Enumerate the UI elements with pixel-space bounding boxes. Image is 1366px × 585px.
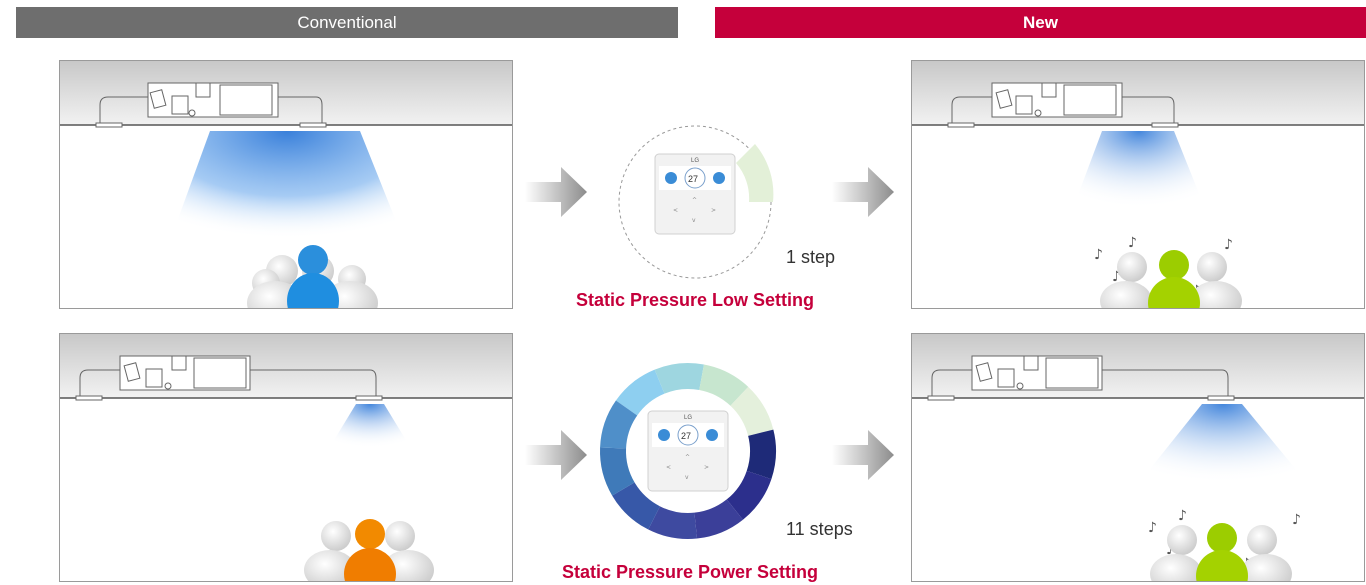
step-ring <box>600 363 776 539</box>
ring-segment <box>648 506 698 539</box>
remote-temp: 27 <box>681 431 691 441</box>
remote-brand: LG <box>691 158 699 164</box>
conventional-power-scene <box>60 334 512 581</box>
new-low-scene: ♪♪♪♪♪ <box>912 61 1364 308</box>
svg-text:♪: ♪ <box>1128 235 1137 251</box>
svg-text:^: ^ <box>685 454 690 461</box>
remote-brand: LG <box>684 415 692 421</box>
person-orange-head <box>355 519 385 549</box>
svg-text:♪: ♪ <box>1178 508 1187 524</box>
new-low-panel: ♪♪♪♪♪ <box>911 60 1365 309</box>
low-setting-dial: 27 LG ^ < > v <box>618 125 774 279</box>
svg-text:^: ^ <box>692 197 697 204</box>
svg-text:♪: ♪ <box>1094 247 1103 263</box>
svg-text:<: < <box>666 464 671 471</box>
remote-controller: 27 LG ^ < > v <box>654 153 736 235</box>
ring-segment <box>600 447 635 496</box>
ring-segment <box>746 429 776 480</box>
new-power-panel: ♪♪♪♪♪ <box>911 333 1365 582</box>
conventional-low-scene <box>60 61 512 308</box>
low-setting-caption: Static Pressure Low Setting <box>575 290 815 310</box>
svg-text:v: v <box>692 217 696 224</box>
person-orange-body <box>344 548 396 581</box>
svg-text:>: > <box>711 207 716 214</box>
svg-text:>: > <box>704 464 709 471</box>
ring-segment <box>615 369 665 416</box>
ring-segment <box>694 499 743 539</box>
person-blue-body <box>287 273 339 308</box>
remote-controller: 27 LG ^ < > v <box>647 410 729 492</box>
ring-segment <box>726 470 772 520</box>
step-segment <box>736 144 774 202</box>
new-header: New <box>715 7 1366 38</box>
power-setting-caption: Static Pressure Power Setting <box>561 562 819 582</box>
ring-segment <box>600 400 638 449</box>
person-blue-head <box>298 245 328 275</box>
arrow-right-icon <box>525 167 587 217</box>
power-setting-dial: 27 LG ^ < > v <box>600 363 776 539</box>
conventional-power-panel <box>59 333 513 582</box>
person-green-head <box>1207 523 1237 553</box>
ring-segment <box>612 482 661 530</box>
ring-segment <box>654 363 704 394</box>
person-green-body <box>1148 277 1200 308</box>
svg-text:<: < <box>673 207 678 214</box>
low-steps-label: 1 step <box>786 247 836 267</box>
ring-segment <box>699 364 749 406</box>
person-green-head <box>1159 250 1189 280</box>
svg-text:v: v <box>685 474 689 481</box>
new-power-scene: ♪♪♪♪♪ <box>912 334 1364 581</box>
arrow-right-icon <box>832 430 894 480</box>
ring-segment <box>730 386 774 436</box>
conventional-header: Conventional <box>16 7 678 38</box>
arrow-right-icon <box>525 430 587 480</box>
person-green-body <box>1196 550 1248 581</box>
remote-temp: 27 <box>688 174 698 184</box>
power-steps-label: 11 steps <box>786 519 853 539</box>
svg-text:♪: ♪ <box>1148 520 1157 536</box>
svg-text:♪: ♪ <box>1112 269 1121 285</box>
arrow-right-icon <box>832 167 894 217</box>
svg-text:♪: ♪ <box>1166 542 1175 558</box>
conventional-low-panel <box>59 60 513 309</box>
svg-text:♪: ♪ <box>1224 237 1233 253</box>
svg-text:♪: ♪ <box>1292 512 1301 528</box>
